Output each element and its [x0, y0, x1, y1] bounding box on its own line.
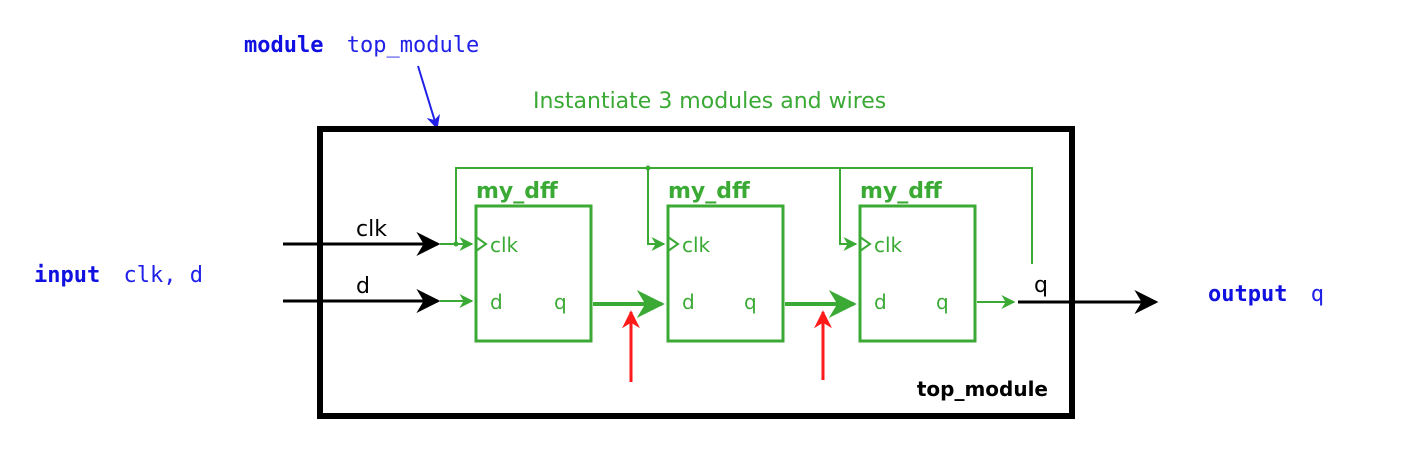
top-module-box: [317, 126, 1075, 419]
d-input-label: d: [356, 274, 370, 299]
input-names: clk, d: [123, 263, 202, 288]
dff-2-clock-triangle-icon: [667, 236, 680, 252]
dff-2-clk-port: clk: [682, 233, 711, 257]
q-output-label: q: [1034, 273, 1048, 298]
clk-wire-dff3: [839, 168, 858, 251]
dff-3-clock-triangle-icon: [859, 236, 872, 252]
top-module-box-label: top_module: [917, 377, 1048, 401]
module-name: top_module: [347, 33, 479, 58]
dff-1-d-port: d: [490, 290, 503, 314]
module-pointer-arrow: [417, 65, 441, 130]
dff-2: my_dff clk d q: [666, 179, 785, 343]
instantiate-note: Instantiate 3 modules and wires: [533, 89, 886, 114]
dff-1-clock-triangle-icon: [475, 236, 488, 252]
clock-bus: [455, 167, 1033, 264]
input-declaration: input clk, d: [34, 263, 203, 288]
module-keyword: module: [244, 33, 323, 58]
dff-2-q-port: q: [744, 290, 757, 314]
output-declaration: output q: [1208, 282, 1324, 307]
dff-2-title: my_dff: [668, 179, 751, 204]
dff-1-box: [474, 204, 593, 343]
dff-3-d-port: d: [874, 290, 887, 314]
output-keyword: output: [1208, 282, 1287, 307]
dff-1-clk-port: clk: [490, 233, 519, 257]
dff-3-title: my_dff: [860, 179, 943, 204]
module-declaration: module top_module: [244, 33, 479, 58]
dff-2-d-port: d: [682, 290, 695, 314]
dff-2-box: [666, 204, 785, 343]
dff-1-q-port: q: [554, 290, 567, 314]
dff-1-title: my_dff: [476, 179, 559, 204]
dff-3-box: [858, 204, 977, 343]
clk-input-label: clk: [356, 217, 387, 242]
clk-wire-dff2: [647, 168, 666, 251]
output-name: q: [1311, 282, 1324, 307]
dff-3-q-port: q: [936, 290, 949, 314]
dff-3: my_dff clk d q: [858, 179, 977, 343]
dff-1: my_dff clk d q: [474, 179, 593, 343]
input-keyword: input: [34, 263, 100, 288]
dff-3-clk-port: clk: [874, 233, 903, 257]
clock-bus-junction-1: [453, 241, 459, 247]
